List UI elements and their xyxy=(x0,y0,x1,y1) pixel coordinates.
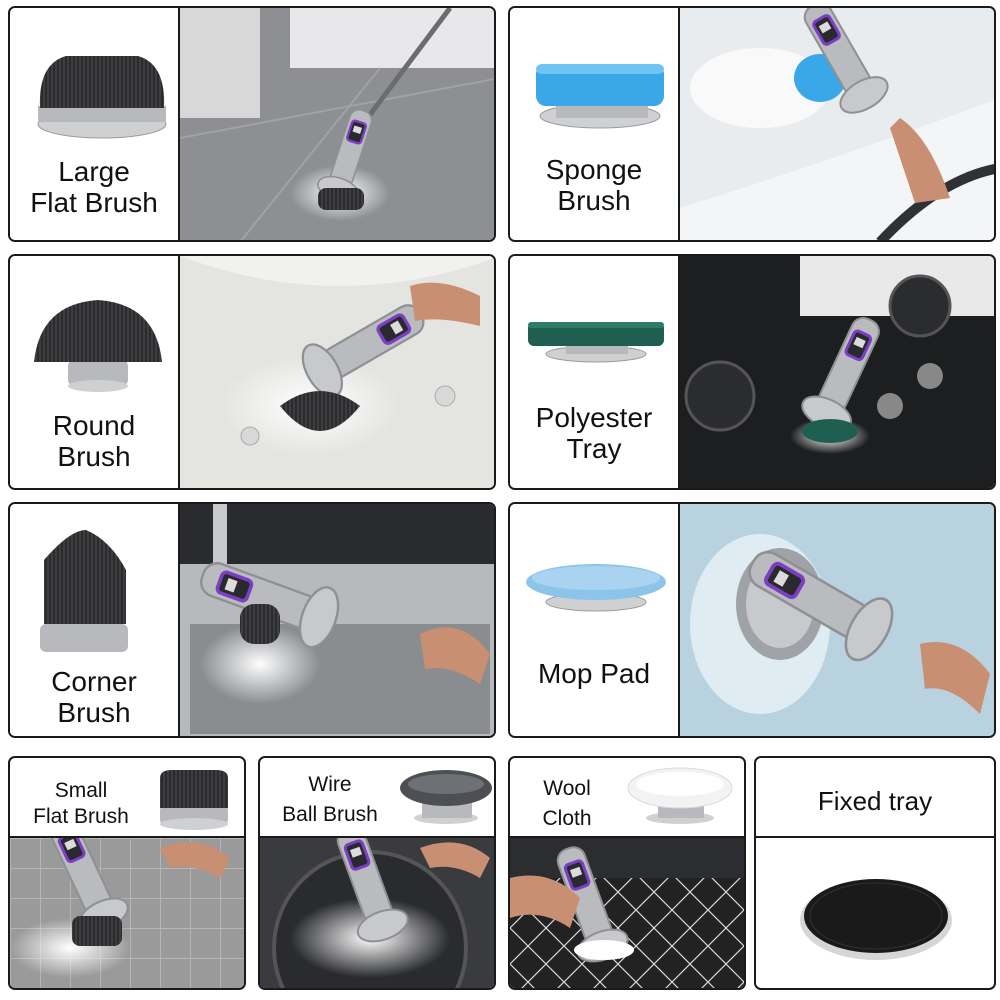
product-name-line2: Flat Brush xyxy=(33,805,129,828)
product-card-mop-pad: Mop Pad xyxy=(508,502,996,738)
product-card-corner-brush: Corner Brush xyxy=(8,502,496,738)
product-thumbnail-panel: Large Flat Brush xyxy=(10,8,178,240)
fixed-tray-image xyxy=(800,879,952,960)
usage-photo-pot-scrubbing xyxy=(260,836,494,988)
product-name-line2: Cloth xyxy=(542,807,592,830)
usage-photo-car-seat xyxy=(510,836,744,988)
product-thumbnail-panel: Round Brush xyxy=(10,256,178,488)
product-name-line1: Wire xyxy=(308,773,352,796)
product-card-polyester-tray: Polyester Tray xyxy=(508,254,996,490)
product-name-line2: Brush xyxy=(557,185,631,216)
wool-cloth-image xyxy=(627,767,733,824)
small-flat-brush-image xyxy=(160,770,228,830)
product-name-line1: Sponge xyxy=(545,154,643,185)
product-thumbnail-panel: Polyester Tray xyxy=(510,256,678,488)
usage-photo-kitchen-sink xyxy=(178,504,494,736)
product-name-line1: Polyester xyxy=(535,402,653,433)
product-card-small-flat-brush: Small Flat Brush xyxy=(8,756,246,990)
usage-photo-sink-counter xyxy=(10,836,244,988)
usage-photo-bathroom-floor xyxy=(178,8,494,240)
product-thumbnail-panel: Mop Pad xyxy=(510,504,678,736)
product-name-line1: Small xyxy=(54,779,108,802)
mop-pad-image xyxy=(526,564,666,612)
product-name-line1: Round xyxy=(52,410,136,441)
sponge-brush-image xyxy=(536,64,664,129)
product-name-line2: Flat Brush xyxy=(30,187,158,218)
product-name-line2: Brush xyxy=(57,441,131,472)
large-flat-brush-image xyxy=(37,56,167,139)
product-card-wire-ball-brush: Wire Ball Brush xyxy=(258,756,496,990)
product-thumbnail-panel: Sponge Brush xyxy=(510,8,678,240)
usage-photo-bathtub xyxy=(178,256,494,488)
product-card-large-flat-brush: Large Flat Brush xyxy=(8,6,496,242)
product-name-line2: Ball Brush xyxy=(282,803,378,826)
usage-photo-glass-window xyxy=(678,504,994,736)
polyester-tray-image xyxy=(528,322,664,363)
product-card-wool-cloth: Wool Cloth xyxy=(508,756,746,990)
wire-ball-brush-image xyxy=(400,770,492,824)
product-name-line1: Corner xyxy=(51,666,137,697)
product-card-round-brush: Round Brush xyxy=(8,254,496,490)
product-card-fixed-tray: Fixed tray xyxy=(754,756,996,990)
usage-photo-gas-stove xyxy=(678,256,994,488)
corner-brush-image xyxy=(40,530,128,652)
product-name-line1: Large xyxy=(58,156,130,187)
product-name: Fixed tray xyxy=(817,786,933,816)
round-brush-image xyxy=(34,300,162,392)
product-name-line2: Brush xyxy=(57,697,131,728)
product-name-line1: Wool xyxy=(543,777,591,800)
fixed-tray-image-panel xyxy=(756,836,994,988)
product-card-sponge-brush: Sponge Brush xyxy=(508,6,996,242)
usage-photo-car-polishing xyxy=(678,8,994,240)
product-name-line1: Mop Pad xyxy=(537,658,651,689)
product-thumbnail-panel: Corner Brush xyxy=(10,504,178,736)
product-name-line2: Tray xyxy=(566,433,622,464)
